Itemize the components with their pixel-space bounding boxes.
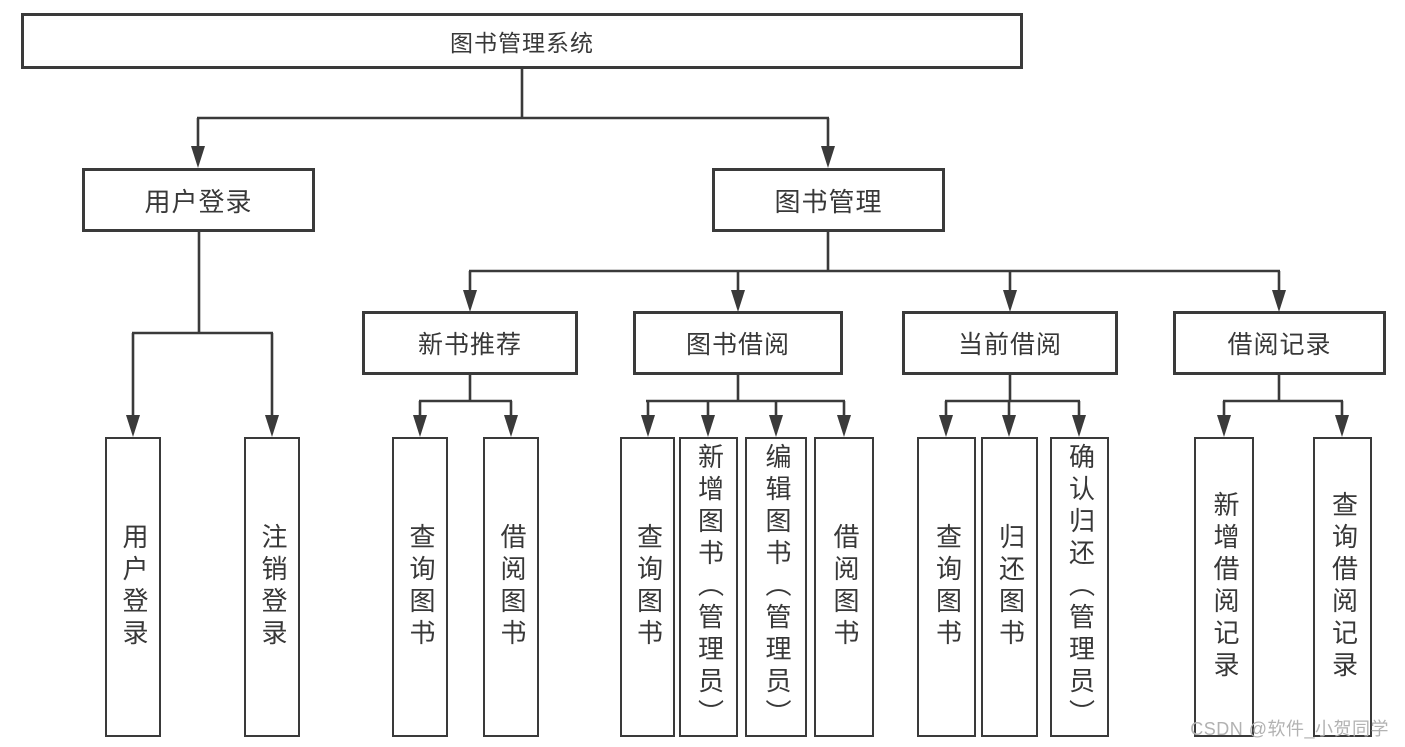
node-label: 新书推荐 [417, 331, 522, 359]
node-current-borrow: 当前借阅 [902, 311, 1118, 375]
node-label: 图书管理 [774, 186, 883, 217]
leaf-label: 查询借阅记录 [1328, 491, 1359, 683]
watermark: CSDN @软件_小贺同学 [1190, 719, 1389, 739]
arrow-down-icon [1217, 415, 1231, 437]
leaf-label: 编辑图书（管理员） [761, 443, 792, 731]
arrow-down-icon [1072, 415, 1086, 437]
leaf-edit-book-admin: 编辑图书（管理员） [745, 437, 807, 737]
arrow-down-icon [821, 146, 835, 168]
leaf-label: 借阅图书 [829, 523, 860, 651]
arrow-down-icon [413, 415, 427, 437]
leaf-query-books-current: 查询图书 [917, 437, 976, 737]
node-book-borrow: 图书借阅 [633, 311, 843, 375]
arrow-down-icon [1002, 415, 1016, 437]
arrow-down-icon [701, 415, 715, 437]
arrow-down-icon [641, 415, 655, 437]
leaf-label: 新增图书（管理员） [694, 443, 725, 731]
leaf-query-books-recommend: 查询图书 [392, 437, 448, 737]
arrow-down-icon [1335, 415, 1349, 437]
node-borrow-records: 借阅记录 [1173, 311, 1386, 375]
leaf-borrow-books: 借阅图书 [814, 437, 874, 737]
arrow-down-icon [126, 415, 140, 437]
leaf-query-borrow-record: 查询借阅记录 [1313, 437, 1372, 737]
leaf-user-login: 用户登录 [105, 437, 161, 737]
leaf-label: 注销登录 [257, 523, 288, 651]
arrow-down-icon [731, 290, 745, 312]
leaf-label: 归还图书 [995, 523, 1026, 651]
connector-path [131, 69, 1344, 417]
arrow-down-icon [463, 290, 477, 312]
node-user-login: 用户登录 [82, 168, 315, 232]
arrow-down-icon [504, 415, 518, 437]
node-label: 图书管理系统 [450, 30, 594, 56]
leaf-logout: 注销登录 [244, 437, 300, 737]
leaf-label: 用户登录 [118, 523, 149, 651]
arrow-down-icon [769, 415, 783, 437]
leaf-confirm-return-admin: 确认归还（管理员） [1050, 437, 1109, 737]
node-label: 图书借阅 [685, 331, 790, 359]
arrow-down-icon [265, 415, 279, 437]
leaf-label: 查询图书 [932, 523, 963, 651]
node-book-management: 图书管理 [712, 168, 945, 232]
node-new-book-recommend: 新书推荐 [362, 311, 578, 375]
arrow-down-icon [837, 415, 851, 437]
node-label: 用户登录 [144, 186, 253, 217]
arrow-down-icon [1272, 290, 1286, 312]
arrow-down-icon [939, 415, 953, 437]
leaf-query-books-borrow: 查询图书 [620, 437, 675, 737]
leaf-label: 借阅图书 [496, 523, 527, 651]
leaf-label: 查询图书 [633, 523, 664, 651]
leaf-borrow-books-recommend: 借阅图书 [483, 437, 539, 737]
node-label: 借阅记录 [1227, 331, 1332, 359]
leaf-label: 查询图书 [405, 523, 436, 651]
leaf-add-book-admin: 新增图书（管理员） [679, 437, 738, 737]
node-label: 当前借阅 [957, 331, 1062, 359]
arrow-down-icon [1003, 290, 1017, 312]
leaf-return-book: 归还图书 [981, 437, 1038, 737]
arrow-down-icon [191, 146, 205, 168]
node-root: 图书管理系统 [21, 13, 1023, 69]
leaf-add-borrow-record: 新增借阅记录 [1194, 437, 1254, 737]
leaf-label: 确认归还（管理员） [1065, 443, 1096, 731]
leaf-label: 新增借阅记录 [1209, 491, 1240, 683]
